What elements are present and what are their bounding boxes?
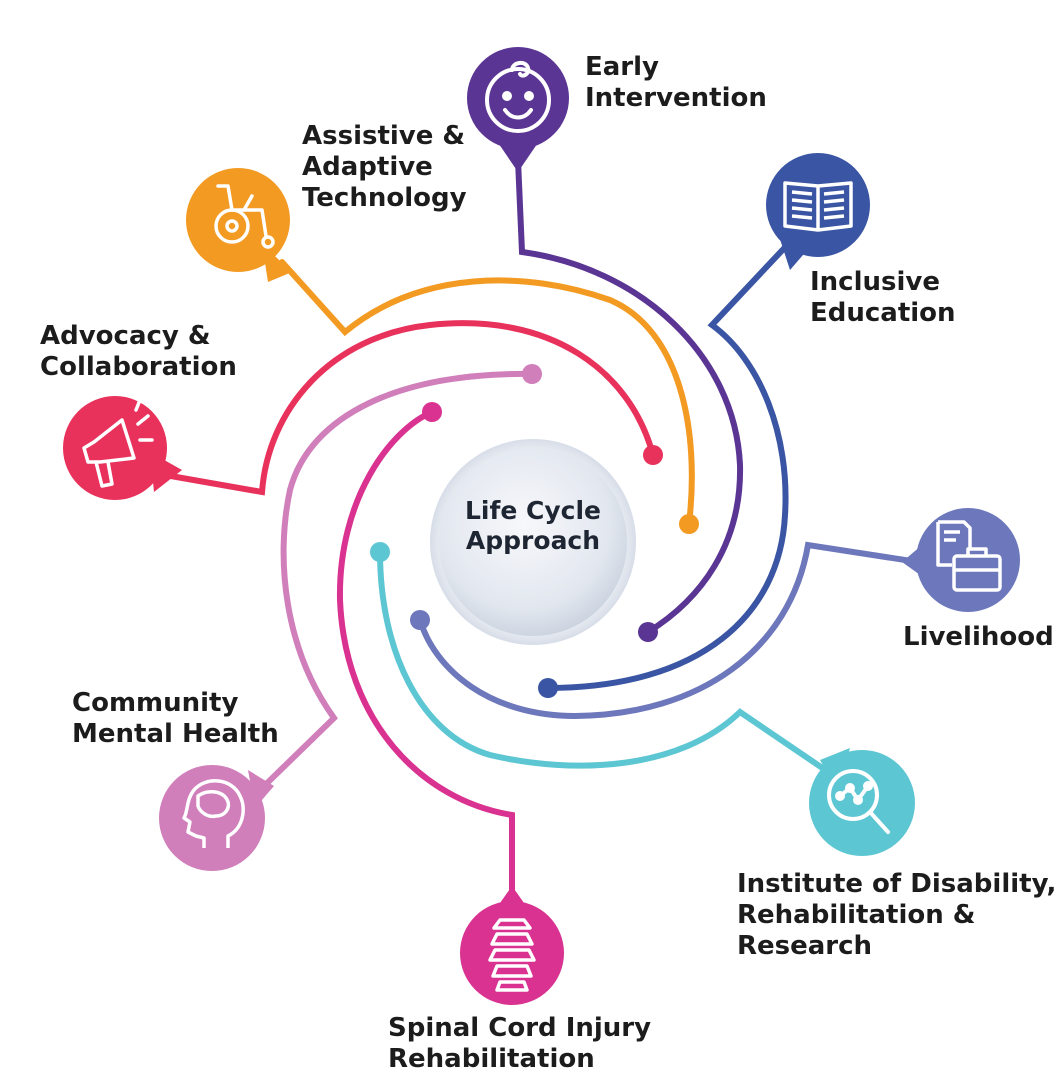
label-advocacy: Advocacy & Collaboration — [40, 321, 237, 382]
dot-early-intervention — [638, 622, 658, 642]
node-inclusive-education — [766, 153, 870, 270]
dot-community-mental-health — [522, 364, 542, 384]
label-early-intervention: Early Intervention — [585, 52, 767, 113]
label-community-mental-health: Community Mental Health — [72, 688, 279, 749]
label-livelihood: Livelihood — [903, 622, 1054, 652]
dot-livelihood — [410, 610, 430, 630]
arm-livelihood — [417, 541, 921, 720]
node-advocacy — [63, 396, 182, 500]
arm-institute — [377, 549, 843, 783]
spine-icon — [488, 918, 536, 992]
arm-assistive — [279, 259, 695, 527]
center-label: Life Cycle Approach — [464, 496, 602, 555]
node-community-mental-health — [159, 765, 274, 871]
arm-early-intervention — [515, 147, 744, 635]
label-inclusive-education: Inclusive Education — [810, 267, 956, 328]
arm-spinal-cord — [336, 409, 515, 908]
center-circle — [430, 439, 636, 645]
label-institute: Institute of Disability, Rehabilitation … — [737, 869, 1057, 961]
node-livelihood — [902, 508, 1020, 612]
dot-assistive — [679, 514, 699, 534]
node-institute — [809, 748, 915, 856]
arm-advocacy — [162, 320, 656, 496]
briefcase-icon — [936, 520, 1002, 592]
arm-inclusive-education — [545, 239, 793, 691]
dot-institute — [370, 542, 390, 562]
arm-community-mental-health — [257, 370, 535, 793]
node-spinal-cord — [460, 886, 564, 1005]
magnifier-analytics-icon — [827, 769, 890, 834]
dot-inclusive-education — [538, 678, 558, 698]
arm-end-dots — [370, 364, 699, 698]
dot-advocacy — [643, 445, 663, 465]
node-early-intervention — [467, 47, 569, 172]
open-book-icon — [783, 181, 853, 232]
wheelchair-icon — [214, 184, 275, 249]
dot-spinal-cord — [422, 402, 442, 422]
node-assistive — [186, 168, 292, 282]
label-assistive: Assistive & Adaptive Technology — [302, 121, 467, 213]
head-brain-icon — [182, 779, 245, 848]
megaphone-icon — [82, 398, 154, 488]
baby-face-icon — [485, 61, 551, 133]
label-spinal-cord: Spinal Cord Injury Rehabilitation — [388, 1013, 652, 1074]
